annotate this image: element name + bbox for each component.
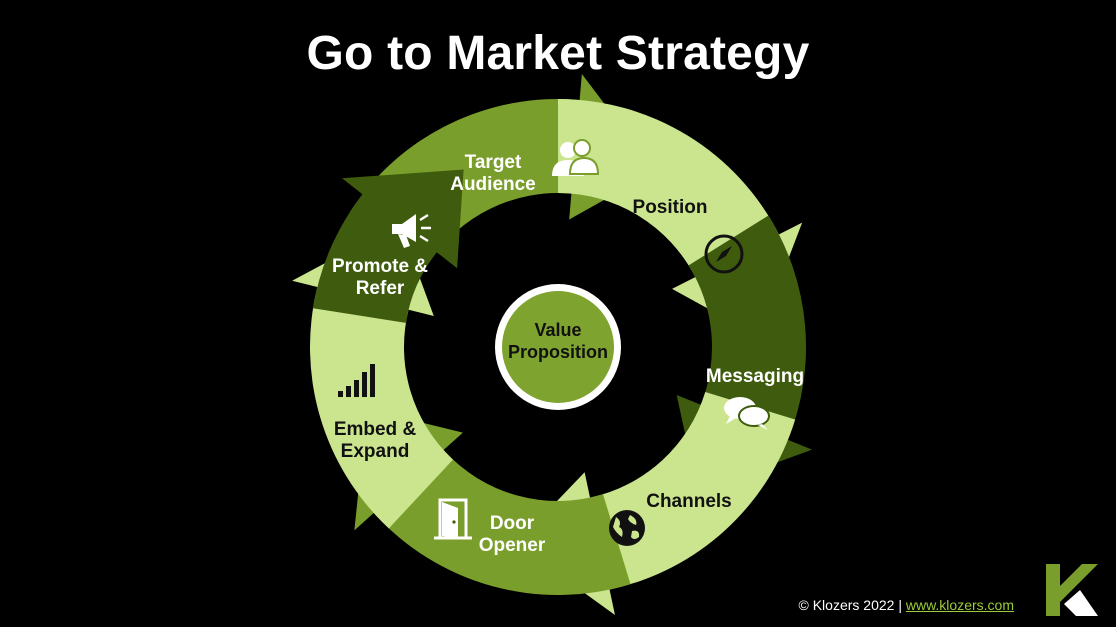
step-embed-expand-label: Embed &Expand bbox=[333, 419, 417, 462]
megaphone-icon bbox=[392, 213, 431, 248]
value-proposition-label: Value Proposition bbox=[508, 320, 608, 362]
compass-icon bbox=[704, 234, 744, 274]
open-door-icon bbox=[434, 498, 472, 540]
chat-bubbles-icon bbox=[724, 397, 770, 430]
segment-promote-refer bbox=[313, 169, 464, 323]
website-link[interactable]: www.klozers.com bbox=[905, 597, 1014, 613]
footer: © Klozers 2022 | www.klozers.com bbox=[799, 597, 1014, 613]
signal-bars-icon bbox=[338, 364, 375, 397]
step-channels-label: Channels bbox=[646, 491, 732, 512]
copyright-text: © Klozers 2022 | bbox=[798, 597, 902, 613]
slide-title: Go to Market Strategy bbox=[306, 27, 810, 80]
center-circle bbox=[502, 291, 614, 403]
users-icon bbox=[552, 139, 600, 176]
step-messaging-label: Messaging bbox=[705, 366, 805, 387]
klozers-logo bbox=[1046, 564, 1098, 616]
globe-icon bbox=[609, 510, 645, 546]
step-position-label: Position bbox=[632, 197, 708, 218]
step-promote-refer-label: Promote &Refer bbox=[331, 256, 429, 299]
